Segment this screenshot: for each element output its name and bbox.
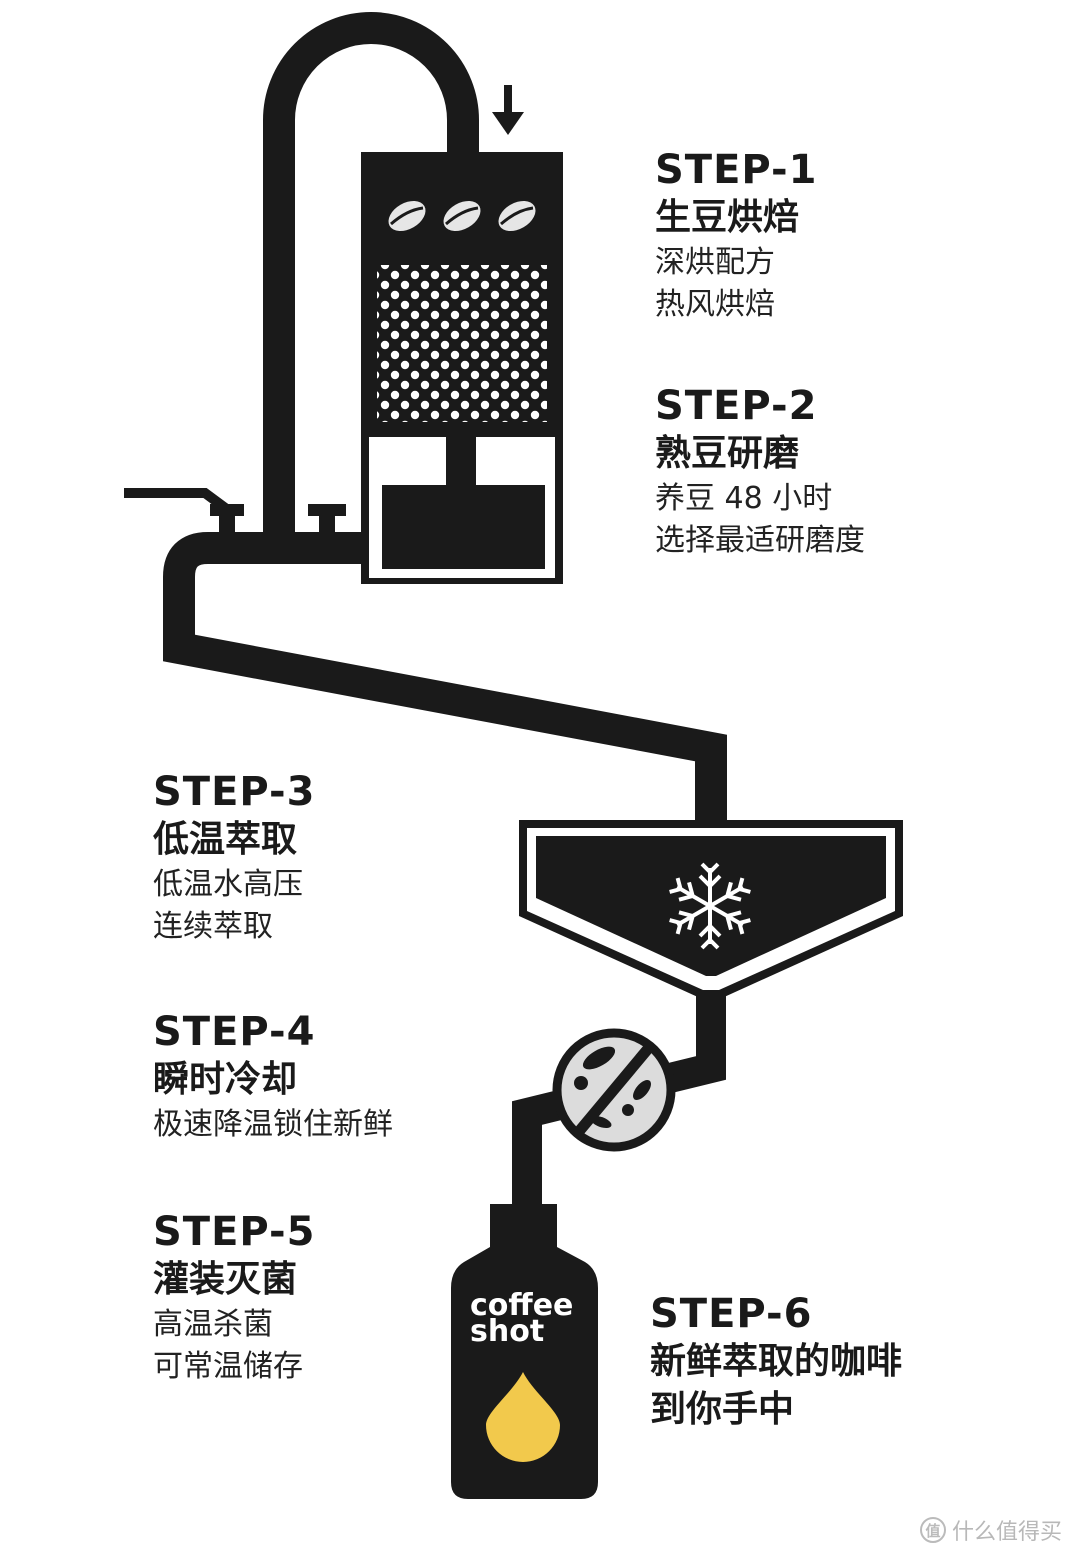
- step-5-desc-line: 可常温储存: [153, 1349, 303, 1384]
- step-4-desc-line: 极速降温锁住新鲜: [153, 1107, 393, 1142]
- step-4-title: 瞬时冷却: [153, 1059, 298, 1100]
- step-6-label: STEP-6: [650, 1291, 813, 1337]
- down-arrow-icon: [492, 85, 524, 135]
- step-5-desc-line: 高温杀菌: [153, 1307, 273, 1342]
- step-6: STEP-6 新鲜萃取的咖啡 到你手中: [650, 1290, 902, 1434]
- grinder-shaft: [446, 437, 476, 489]
- watermark: 值 什么值得买: [919, 1514, 1062, 1546]
- step-2-label: STEP-2: [655, 383, 818, 429]
- step-5-label: STEP-5: [153, 1209, 316, 1255]
- step-3-desc-line: 低温水高压: [153, 867, 303, 902]
- coffee-bean-icon: [498, 200, 536, 232]
- step-1-desc-line: 深烘配方: [655, 245, 775, 280]
- step-1-desc-line: 热风烘焙: [655, 287, 775, 322]
- snowflake-icon: [666, 862, 754, 950]
- ground-coffee: [382, 485, 545, 569]
- step-6-title: 新鲜萃取的咖啡: [650, 1341, 903, 1382]
- step-3-desc-line: 连续萃取: [153, 909, 273, 944]
- loop-pipe: [263, 12, 479, 548]
- valve-handle: [124, 488, 244, 540]
- step-3-label: STEP-3: [153, 769, 316, 815]
- step-2: STEP-2 熟豆研磨 养豆 48 小时 选择最适研磨度: [655, 382, 865, 562]
- watermark-icon: 值: [919, 1517, 946, 1543]
- step-3: STEP-3 低温萃取 低温水高压 连续萃取: [153, 768, 315, 948]
- step-4: STEP-4 瞬时冷却 极速降温锁住新鲜: [153, 1008, 393, 1146]
- bottle-text-coffee: coffee: [470, 1288, 573, 1323]
- bottle-text-shot: shot: [470, 1314, 544, 1349]
- bacteria-icon: [552, 1028, 676, 1152]
- step-2-title: 熟豆研磨: [655, 433, 800, 474]
- step-1-title: 生豆烘焙: [655, 197, 800, 238]
- step-2-desc-line: 选择最适研磨度: [655, 523, 865, 558]
- step-5: STEP-5 灌装灭菌 高温杀菌 可常温储存: [153, 1208, 315, 1388]
- step-2-desc-line: 养豆 48 小时: [655, 481, 833, 516]
- drop-icon: [486, 1372, 560, 1462]
- coffee-bean-icon: [388, 200, 426, 232]
- step-4-label: STEP-4: [153, 1009, 316, 1055]
- watermark-text: 什么值得买: [951, 1520, 1062, 1545]
- main-pipe: [163, 532, 727, 835]
- step-6-title-line: 到你手中: [650, 1389, 795, 1430]
- step-1-label: STEP-1: [655, 147, 818, 193]
- step-5-title: 灌装灭菌: [153, 1259, 298, 1300]
- coffee-shot-bottle: coffee shot: [451, 1204, 598, 1499]
- coffee-bean-icon: [443, 200, 481, 232]
- step-3-title: 低温萃取: [153, 819, 298, 860]
- step-1: STEP-1 生豆烘焙 深烘配方 热风烘焙: [655, 146, 817, 326]
- grinder-mesh: [377, 265, 547, 422]
